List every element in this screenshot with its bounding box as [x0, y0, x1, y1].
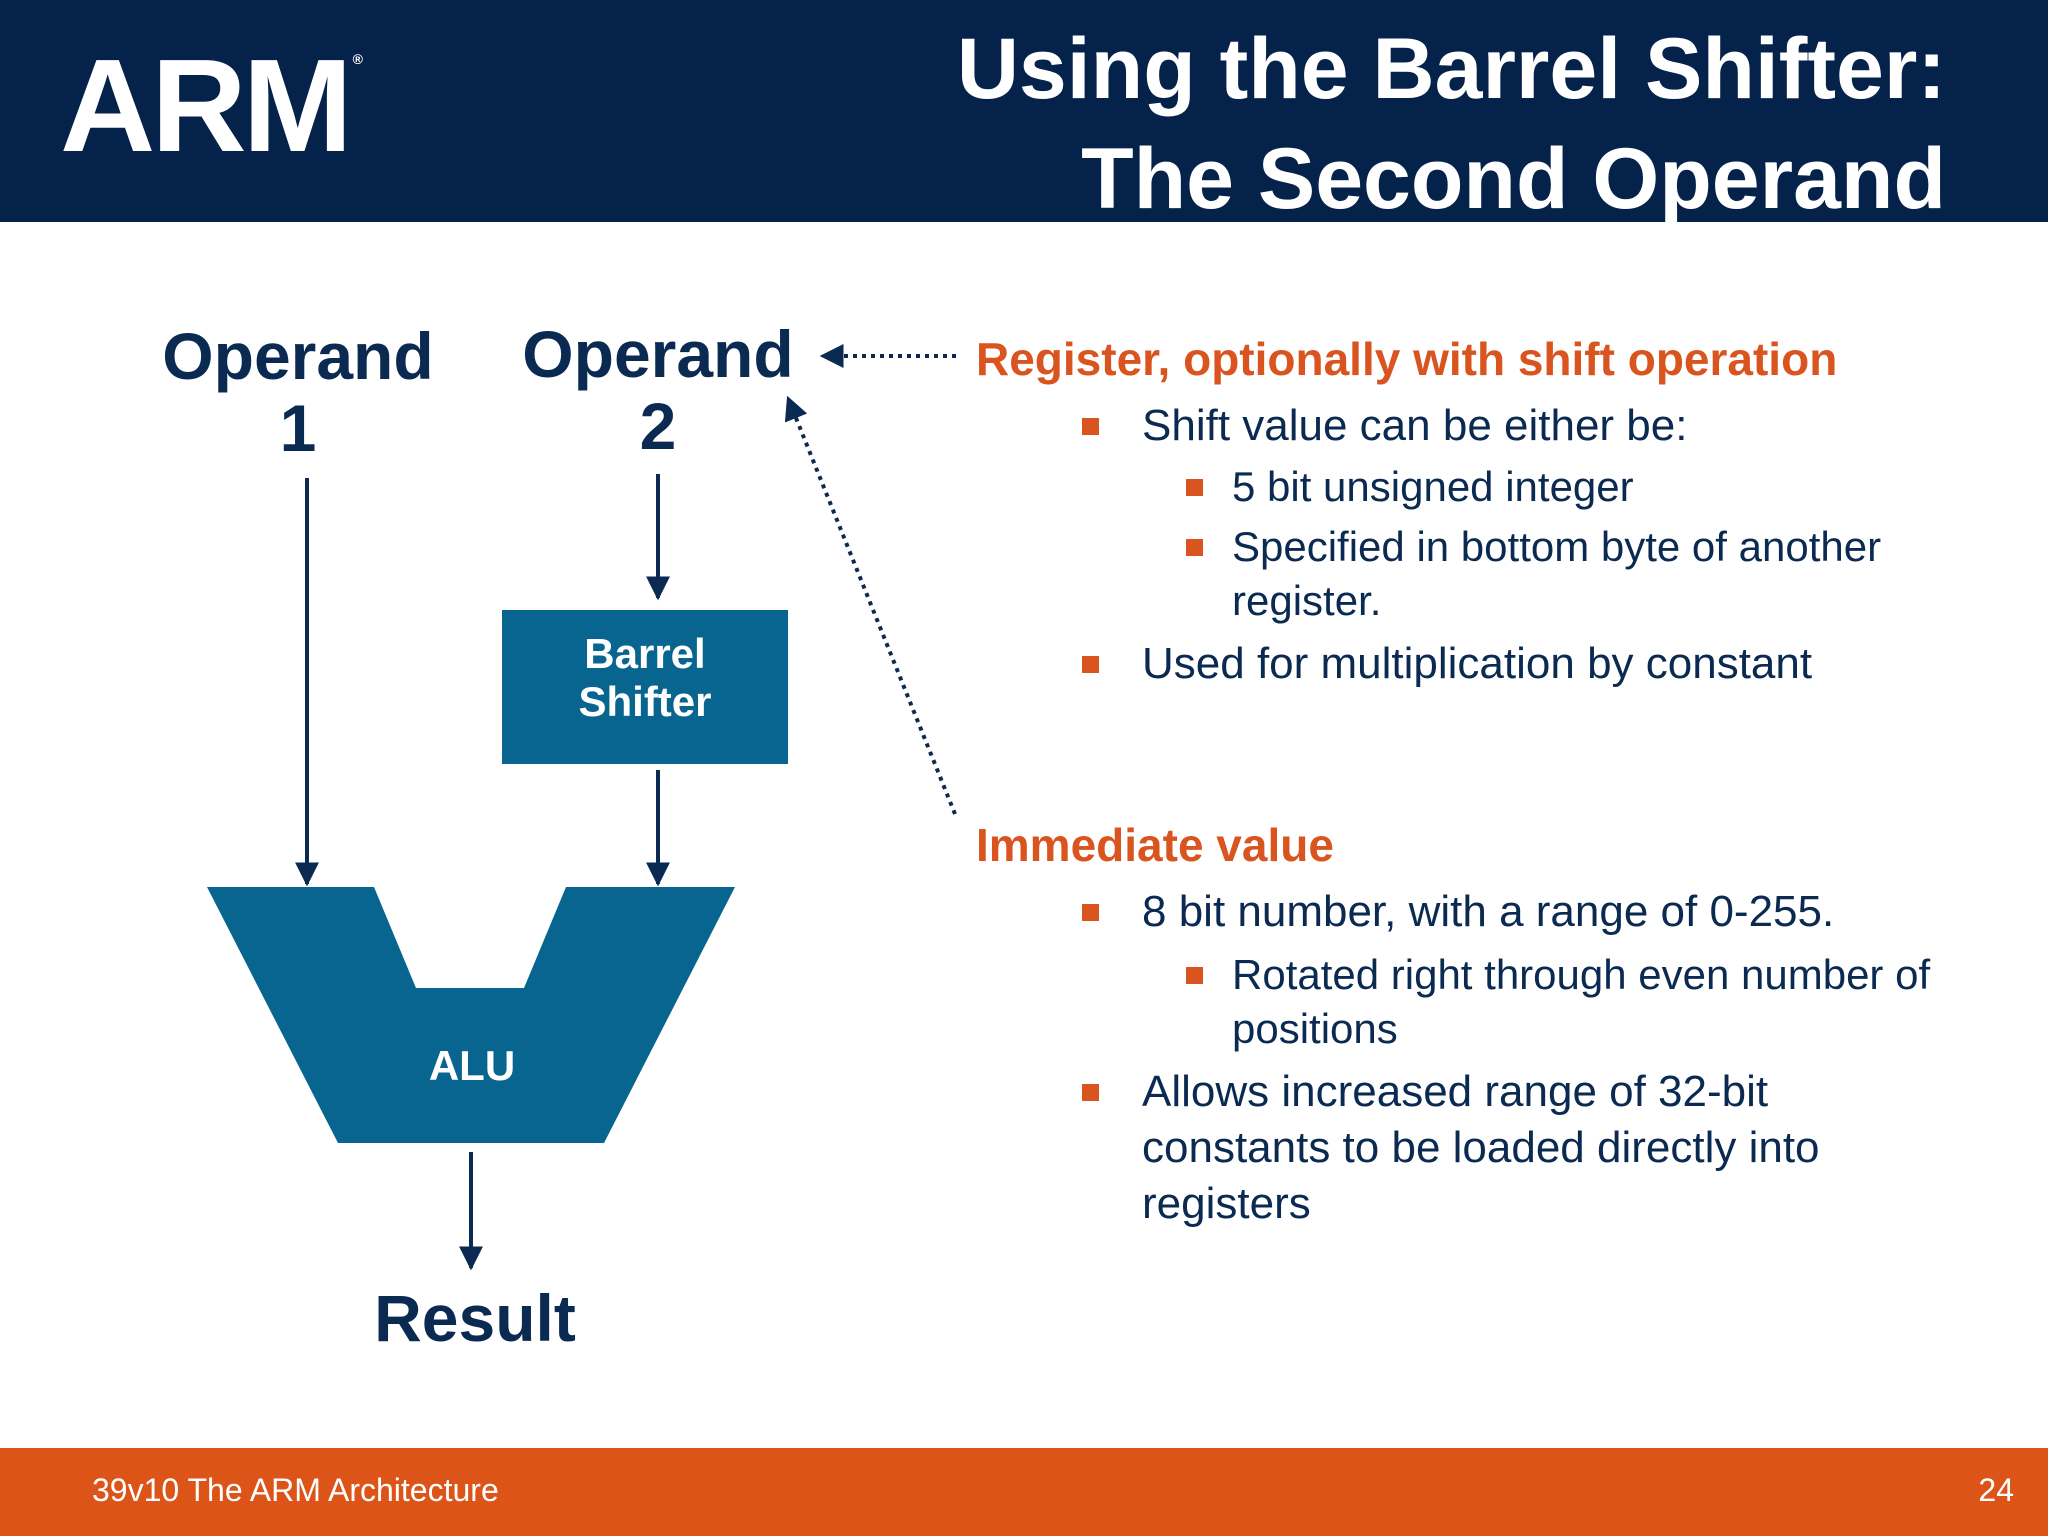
barrel-word: Barrel	[584, 630, 706, 677]
arm-logo: ARM®	[60, 40, 363, 172]
header-bar: ARM® Using the Barrel Shifter: The Secon…	[0, 0, 2048, 227]
diagram-graphics	[207, 344, 957, 1271]
operand-2-label: Operand 2	[518, 318, 798, 462]
operand-1-word: Operand	[162, 319, 434, 393]
slide-title: Using the Barrel Shifter: The Second Ope…	[957, 14, 1946, 234]
result-label: Result	[374, 1281, 576, 1355]
barrel-shifter-box	[502, 610, 788, 764]
immediate-sub-bullet-1: Rotated right through even number of pos…	[1186, 948, 2002, 1056]
operand-1-label: Operand 1	[158, 320, 438, 464]
footer-bar: 39v10 The ARM Architecture 24	[0, 1448, 2048, 1536]
immediate-bullet-2: Allows increased range of 32-bit constan…	[1082, 1064, 1922, 1232]
operand-1-number: 1	[279, 391, 317, 465]
title-line-1: Using the Barrel Shifter:	[956, 21, 1946, 117]
logo-text: ARM	[60, 32, 353, 179]
footer-course-title: 39v10 The ARM Architecture	[92, 1472, 499, 1508]
register-bullet-1: Shift value can be either be:	[1082, 398, 1982, 454]
slide-number: 24	[1978, 1472, 2014, 1508]
operand-2-number: 2	[639, 389, 677, 463]
register-heading: Register, optionally with shift operatio…	[976, 333, 1838, 385]
registered-mark: ®	[352, 51, 363, 67]
immediate-bullet-1: 8 bit number, with a range of 0-255.	[1082, 884, 1982, 940]
immediate-pointer-arrow	[784, 395, 957, 815]
title-line-2: The Second Operand	[1081, 131, 1946, 227]
barrel-shifter-label: Barrel Shifter	[502, 630, 788, 726]
alu-shape	[207, 887, 735, 1143]
register-sub-bullet-2: Specified in bottom byte of another regi…	[1186, 520, 1992, 628]
alu-label: ALU	[428, 1042, 516, 1089]
barrel-shifter-diagram: Operand 1 Operand 2 Barrel Shifter ALU R…	[0, 222, 2048, 1448]
shifter-word: Shifter	[578, 678, 712, 725]
operand-2-word: Operand	[522, 317, 794, 391]
register-bullet-2: Used for multiplication by constant	[1082, 636, 1982, 692]
immediate-heading: Immediate value	[976, 819, 1334, 871]
register-sub-bullet-1: 5 bit unsigned integer	[1186, 460, 1992, 514]
